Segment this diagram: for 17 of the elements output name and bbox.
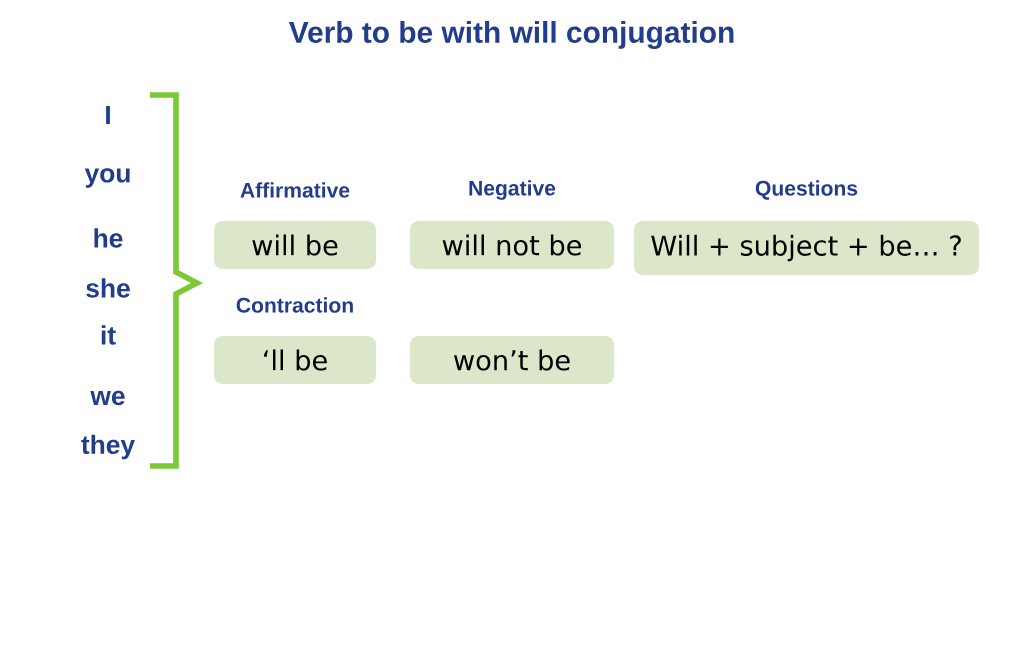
title: Verb to be with will conjugation <box>288 21 734 49</box>
answer-box: will not be <box>410 221 614 269</box>
pronoun: she <box>86 278 130 298</box>
pronoun: I <box>106 105 110 125</box>
answer-box: ‘ll be <box>214 336 376 384</box>
column-heading: Affirmative <box>240 182 350 198</box>
column-heading: Negative <box>469 180 556 200</box>
answer-box: will be <box>214 221 376 269</box>
column-heading: Questions <box>755 180 858 200</box>
pronoun: they <box>81 434 135 460</box>
column-heading: Contraction <box>236 297 353 313</box>
pronoun: you <box>84 168 130 188</box>
answer-box: Will + subject + be… ? <box>634 221 979 275</box>
answer-box: won’t be <box>410 336 614 384</box>
pronoun: he <box>94 228 123 248</box>
pronoun: it <box>101 325 116 345</box>
pronoun: we <box>90 390 125 406</box>
